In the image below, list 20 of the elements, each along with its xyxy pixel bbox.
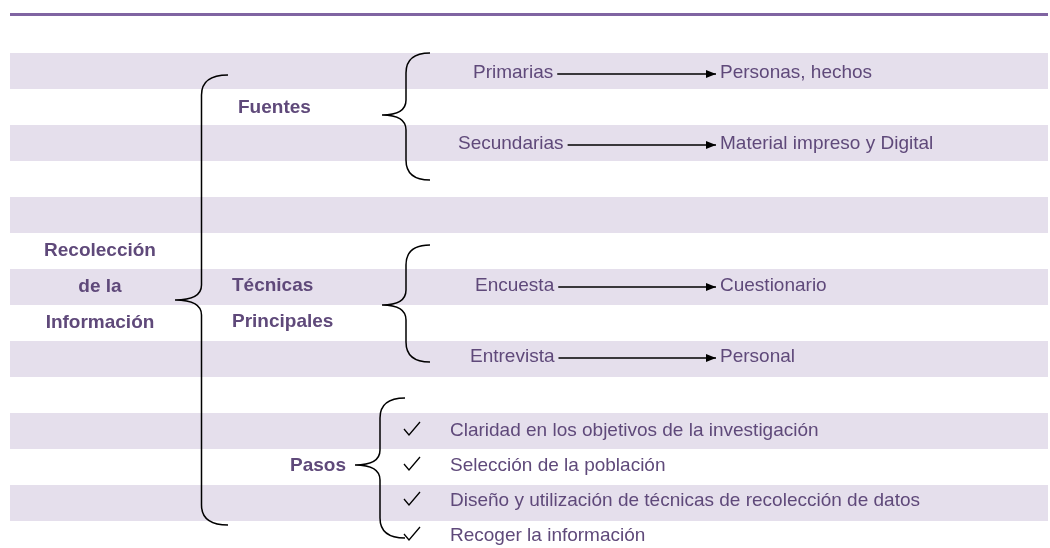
arrow — [557, 283, 717, 291]
category-label: Pasos — [290, 453, 346, 477]
arrow — [557, 354, 717, 362]
arrow — [556, 70, 717, 78]
node-text: Entrevista — [470, 338, 555, 374]
node-text: Primarias — [473, 54, 554, 90]
node-text: Personas, hechos — [720, 54, 873, 90]
node-text: Personal — [720, 338, 795, 374]
node-text: Material impreso y Digital — [720, 125, 935, 161]
node-text: Encuesta — [475, 267, 555, 303]
checklist-item: Diseño y utilización de técnicas de recolección de datos — [450, 488, 920, 512]
topic-label: Recolección de la Información — [43, 238, 157, 334]
category-label: Técnicas Principales — [232, 273, 335, 333]
checklist-item: Selección de la población — [450, 453, 666, 477]
category-label: Fuentes — [238, 95, 311, 119]
node-text: Cuestionario — [720, 267, 827, 303]
checklist-item: Claridad en los objetivos de la investigación — [450, 418, 819, 442]
arrow — [566, 141, 717, 149]
checklist-item: Recoger la información — [450, 523, 646, 547]
node-text: Secundarias — [458, 125, 564, 161]
